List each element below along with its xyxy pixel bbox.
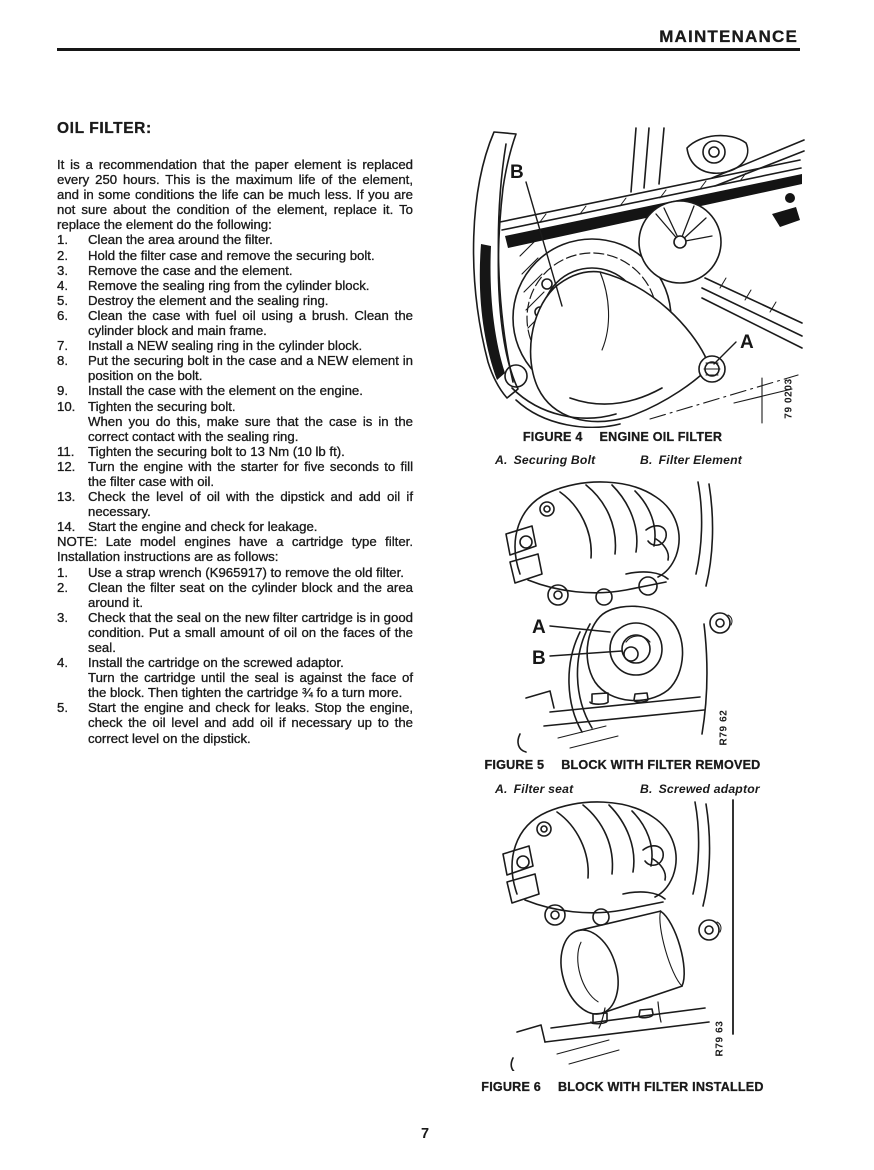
list-item: 3.Remove the case and the element. [57,262,293,278]
list-item: 1.Clean the area around the filter. [57,232,273,248]
figure6-title: BLOCK WITH FILTER INSTALLED [557,1080,764,1094]
figure4-label: FIGURE 4 [522,430,583,444]
list-item: 1.Use a strap wrench (K965917) to remove… [57,564,404,580]
list-item: 11.Tighten the securing bolt to 13 Nm (1… [57,443,345,459]
list-item: 7.Install a NEW sealing ring in the cyli… [57,338,363,354]
figure5-label: FIGURE 5 [484,758,545,772]
figure6-block-filter-installed-drawing [502,799,734,1071]
figure5-callout-a: A [532,617,546,638]
figure4-legend-b: B.Filter Element [640,453,742,467]
figure4-legend-a: A.Securing Bolt [495,453,596,467]
list-item: 5.Destroy the element and the sealing ri… [57,292,329,308]
list-item: 5.Start the engine and check for leaks. … [57,700,413,746]
figure5-title: BLOCK WITH FILTER REMOVED [561,758,761,772]
figure4-reference-code: 79 0203 [783,378,795,419]
intro-paragraph: It is a recommendation that the paper el… [57,157,413,233]
list-item: 2.Clean the filter seat on the cylinder … [57,579,413,610]
figure5-callout-b: B [532,648,546,669]
list-item: 4.Install the cartridge on the screwed a… [57,655,413,701]
text-column: OIL FILTER: It is a recommendation that … [57,120,413,746]
figure6-reference-code: R79 63 [714,1020,726,1057]
page-header-title: MAINTENANCE [659,27,798,46]
list-item: 12.Turn the engine with the starter for … [57,458,413,489]
list-item: 9.Install the case with the element on t… [57,383,363,399]
figure5-reference-code: R79 62 [718,709,730,746]
figure4-callout-a: A [740,332,754,353]
header-rule [57,48,800,51]
figure5-legend-a: A.Filter seat [495,782,574,796]
list-item: 8.Put the securing bolt in the case and … [57,353,413,384]
figure4-title: ENGINE OIL FILTER [599,430,723,444]
list-item: 3.Check that the seal on the new filter … [57,609,413,656]
figure6-caption: FIGURE 6 BLOCK WITH FILTER INSTALLED [450,1080,795,1094]
page-number: 7 [420,1126,430,1142]
figure6-label: FIGURE 6 [481,1080,541,1094]
note-paragraph: NOTE: Late model engines have a cartridg… [57,534,413,565]
cartridge-steps-list: 1.Use a strap wrench (K965917) to remove… [57,564,413,746]
figure5-legend-b: B.Screwed adaptor [640,782,760,796]
figure5-caption: FIGURE 5 BLOCK WITH FILTER REMOVED [450,758,795,772]
list-item: 14.Start the engine and check for leakag… [57,519,318,535]
section-heading: OIL FILTER: [57,120,152,137]
figure4-callout-b: B [510,162,524,183]
list-item: 6.Clean the case with fuel oil using a b… [57,307,413,339]
list-item: 10.Tighten the securing bolt.When you do… [57,398,413,444]
list-item: 2.Hold the filter case and remove the se… [57,247,375,263]
oil-filter-steps-list: 1.Clean the area around the filter. 2.Ho… [57,232,413,534]
figure4-caption: FIGURE 4 ENGINE OIL FILTER [450,430,795,444]
list-item: 4.Remove the sealing ring from the cylin… [57,277,370,293]
figure5-block-filter-removed-drawing: A B [505,481,733,753]
figure4-engine-oil-filter-drawing: B A [472,127,805,428]
list-item: 13.Check the level of oil with the dipst… [57,489,413,520]
